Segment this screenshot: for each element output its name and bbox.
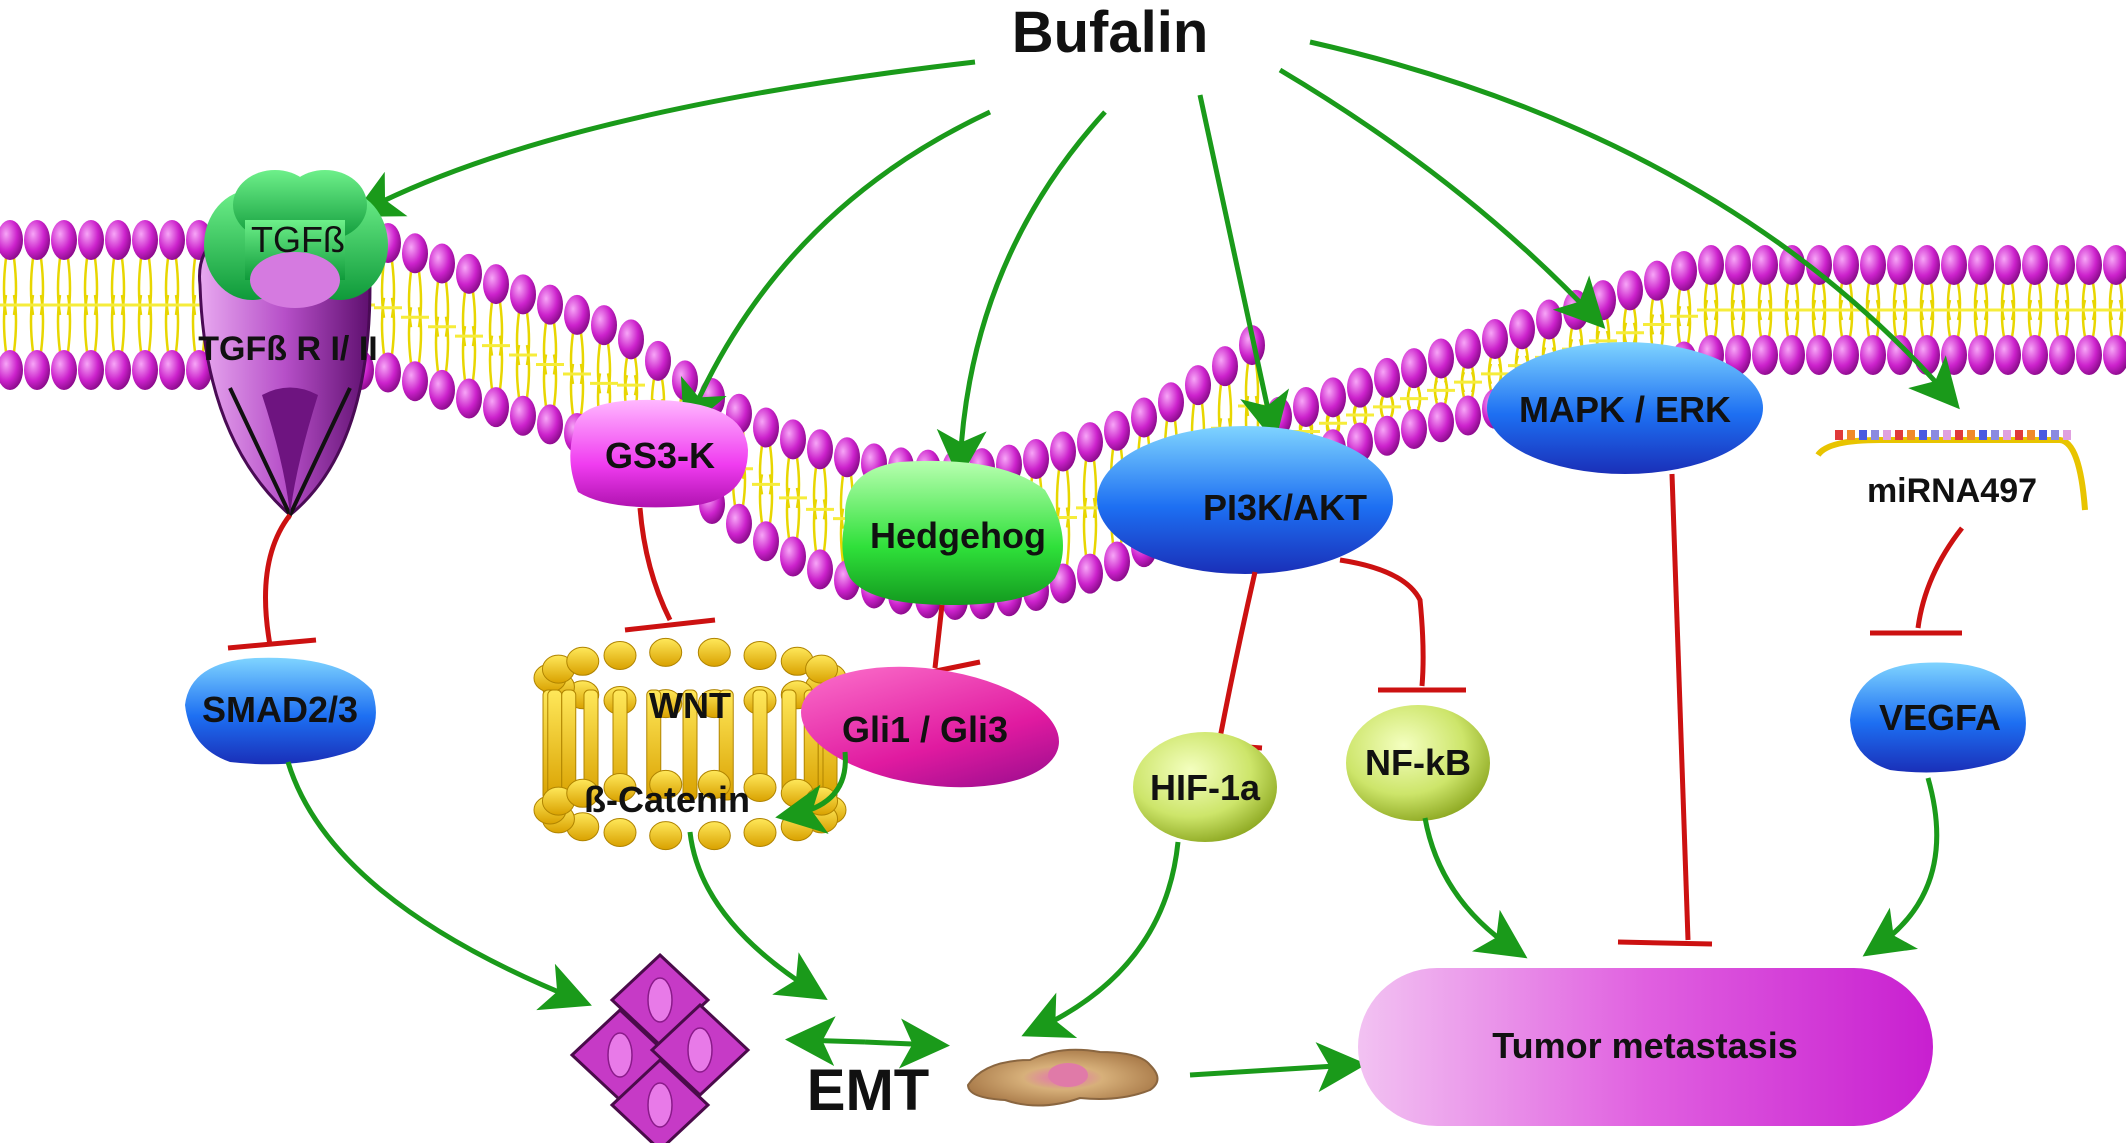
mirna497-label: miRNA497 [1867, 472, 2037, 510]
mirna-strand [1815, 437, 2088, 511]
arrow-hif-emt [1021, 841, 1181, 1039]
inhibit-bar-wnt [624, 617, 716, 633]
inhibit-pi3k-hif [1217, 571, 1258, 739]
mapk-erk-label: MAPK / ERK [1519, 389, 1731, 430]
inhibit-bar-smad [227, 637, 317, 651]
epithelial-cells [569, 952, 751, 1143]
arrow-vegfa-tumor [1862, 777, 1940, 957]
arrow-catenin-emt [687, 831, 828, 1000]
activation-arrows [285, 751, 1940, 1093]
tumor-metastasis-label: Tumor metastasis [1492, 1025, 1797, 1066]
gli-node: Gli1 / Gli3 [801, 666, 1059, 788]
wnt-label: WNT [649, 685, 731, 726]
mesenchymal-cell [966, 1048, 1159, 1107]
inhibit-mirna-vegfa [1915, 526, 1964, 629]
smad-node: SMAD2/3 [185, 657, 376, 765]
arrow-nfkb-tumor [1422, 817, 1528, 959]
nfkb-node: NF-kB [1346, 705, 1490, 821]
inhibit-bar-tumor [1617, 939, 1713, 947]
tumor-metastasis-node: Tumor metastasis [1358, 968, 1933, 1126]
nfkb-label: NF-kB [1365, 742, 1471, 783]
bufalin-title: Bufalin [1012, 0, 1209, 65]
tgfb-label: TGFß [251, 219, 345, 260]
hedgehog-node: Hedgehog [842, 460, 1063, 605]
bufalin-arrows [351, 39, 1960, 480]
pi3k-akt-label: PI3K/AKT [1203, 487, 1367, 528]
arrow-emt-left [785, 1016, 866, 1067]
arrow-bufalin-mirna [1309, 39, 1960, 410]
gs3k-label: GS3-K [605, 435, 715, 476]
arrow-smad-emt [285, 761, 592, 1011]
arrow-cell-tumor [1189, 1042, 1367, 1093]
pi3k-akt-node: PI3K/AKT [1097, 426, 1393, 574]
smad-label: SMAD2/3 [202, 689, 358, 730]
arrow-bufalin-mapk [1278, 67, 1606, 329]
inhibit-hedgehog-gli [932, 604, 945, 669]
arrow-bufalin-hedgehog [936, 110, 1107, 480]
mirna-beads [1835, 430, 2071, 440]
arrow-bufalin-tgfb [351, 59, 976, 217]
tgfb-receptor: TGFß TGFß R I/ II [198, 170, 388, 520]
gli-label: Gli1 / Gli3 [842, 709, 1008, 750]
inhibit-mapk-tumor [1669, 473, 1691, 941]
gs3k-node: GS3-K [570, 399, 748, 508]
beta-catenin-label: ß-Catenin [584, 779, 750, 820]
vegfa-node: VEGFA [1850, 662, 2026, 773]
hif1a-node: HIF-1a [1133, 732, 1277, 842]
inhibit-pi3k-nfkb [1339, 557, 1426, 687]
hif1a-label: HIF-1a [1150, 767, 1261, 808]
inhibit-gs3k-wnt [637, 507, 673, 622]
mirna497-node: miRNA497 [1815, 430, 2088, 511]
arrow-bufalin-pi3k [1197, 94, 1290, 443]
tgfb-receptor-label: TGFß R I/ II [198, 330, 377, 368]
mapk-erk-node: MAPK / ERK [1487, 342, 1763, 474]
hedgehog-label: Hedgehog [870, 515, 1046, 556]
vegfa-label: VEGFA [1879, 697, 2001, 738]
emt-label: EMT [807, 1058, 929, 1123]
arrow-gli-catenin [775, 751, 848, 834]
wnt-node: WNT ß-Catenin [533, 637, 847, 851]
arrow-emt-right [864, 1018, 950, 1069]
arrow-bufalin-gs3k [680, 109, 992, 432]
inhibit-receptor-smad [263, 513, 292, 646]
